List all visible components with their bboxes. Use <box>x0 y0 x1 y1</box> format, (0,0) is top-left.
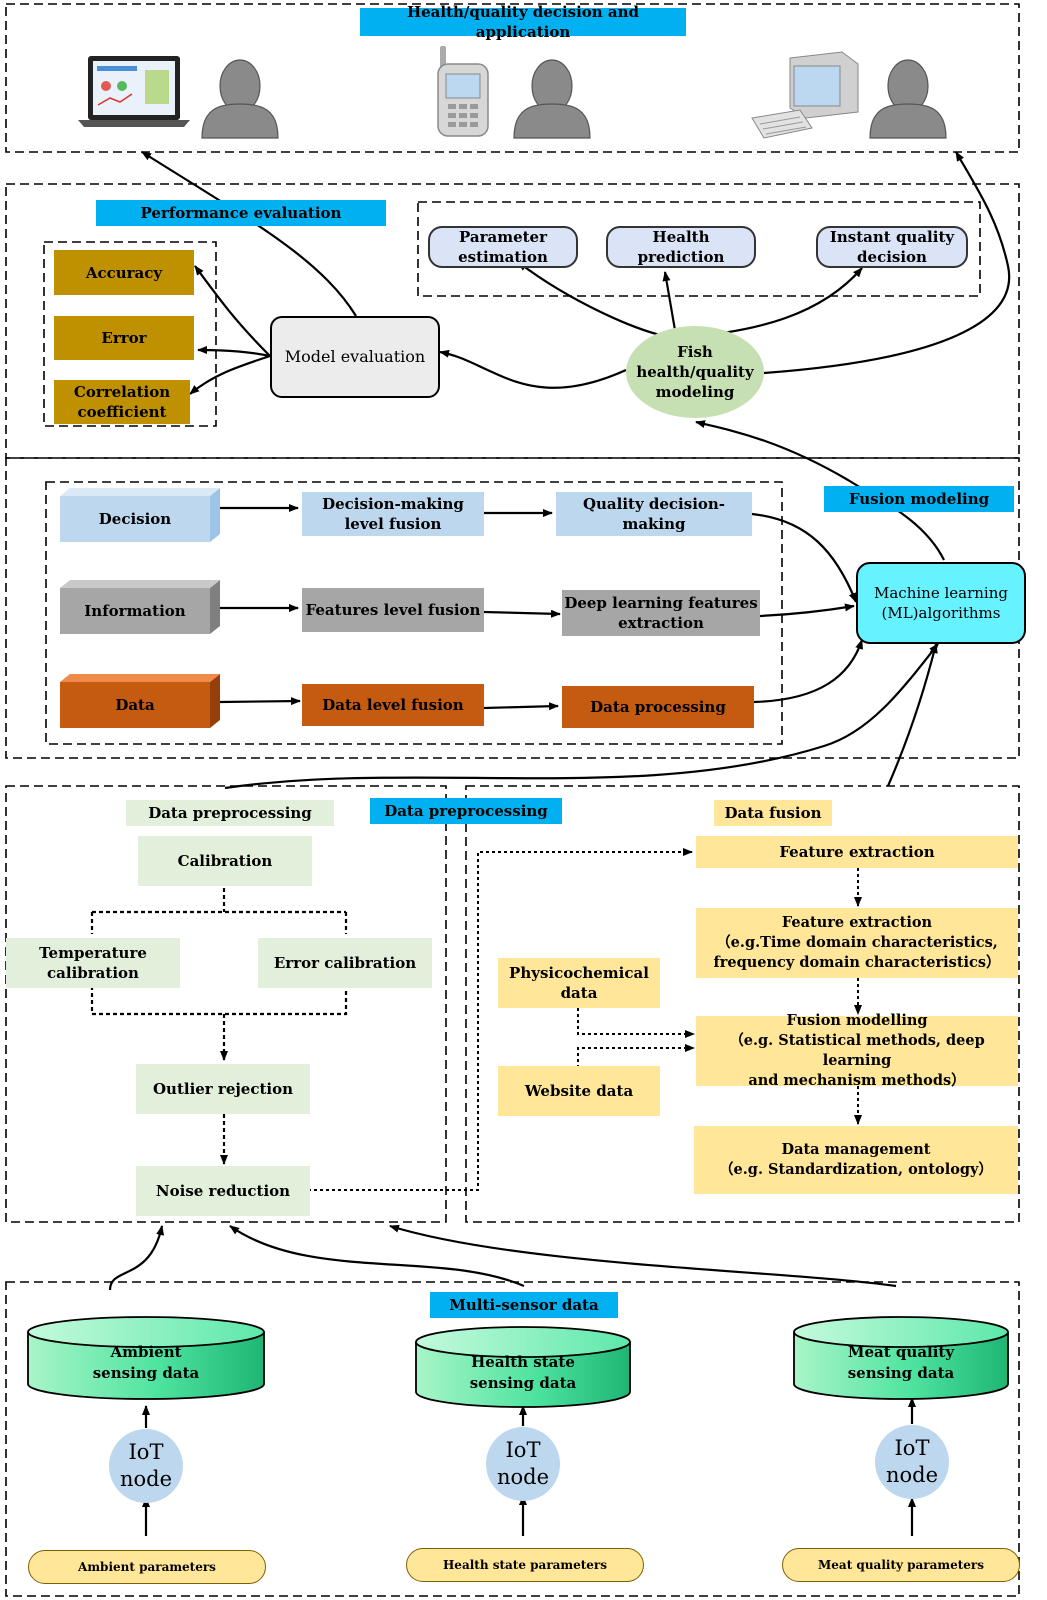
noise-reduction-box: Noise reduction <box>136 1166 310 1216</box>
application-title: Health/quality decision and application <box>360 3 686 41</box>
user-icons <box>201 59 947 139</box>
feature-extraction-box: Feature extraction <box>696 836 1018 868</box>
levels-group-frame <box>45 481 783 745</box>
data-management-box: Data management （e.g. Standardization, o… <box>694 1126 1018 1194</box>
meat-quality-parameters: Meat quality parameters <box>782 1548 1020 1582</box>
output-parameter-estimation: Parameter estimation <box>428 226 578 268</box>
level-decision-label: Decision <box>98 510 172 528</box>
metric-error: Error <box>54 316 194 360</box>
output-instant-quality-decision: Instant quality decision <box>816 226 968 268</box>
cylinder-health <box>415 1326 631 1408</box>
fusion-modeling-title: Fusion modeling <box>824 486 1014 512</box>
deep-learning-features-extraction: Deep learning features extraction <box>562 590 760 636</box>
metrics-group-frame <box>43 241 217 427</box>
model-evaluation-box: Model evaluation <box>270 316 440 398</box>
level-information-label: Information <box>84 602 186 620</box>
application-frame <box>5 3 1020 153</box>
level-block-information <box>60 580 220 634</box>
multi-sensor-data-title: Multi-sensor data <box>430 1292 618 1318</box>
level-block-decision <box>60 488 220 542</box>
outlier-rejection-box: Outlier rejection <box>136 1064 310 1114</box>
health-state-sensing-data: Health state sensing data <box>469 1353 577 1392</box>
calibration-box: Calibration <box>138 836 312 886</box>
data-fusion-subtitle: Data fusion <box>714 800 832 826</box>
desktop-computer-icon <box>751 51 859 139</box>
ambient-parameters: Ambient parameters <box>28 1550 266 1584</box>
user-icon <box>869 59 947 139</box>
machine-learning-algorithms: Machine learning (ML)algorithms <box>856 562 1026 644</box>
health-state-parameters: Health state parameters <box>406 1548 644 1582</box>
flow-connectors <box>108 151 1011 1536</box>
meat-quality-sensing-data: Meat quality sensing data <box>847 1343 955 1382</box>
preprocessing-right-frame <box>465 785 1020 1223</box>
ambient-sensing-data: Ambient sensing data <box>92 1343 200 1382</box>
decision-level-fusion: Decision-making level fusion <box>302 492 484 536</box>
data-preprocessing-subtitle: Data preprocessing <box>126 800 334 826</box>
iot-node-health: IoT node <box>486 1427 560 1501</box>
error-calibration-box: Error calibration <box>258 938 432 988</box>
output-health-prediction: Health prediction <box>606 226 756 268</box>
data-processing: Data processing <box>562 686 754 728</box>
website-data-box: Website data <box>498 1066 660 1116</box>
metric-accuracy: Accuracy <box>54 250 194 295</box>
user-icon <box>201 59 279 139</box>
section-frames <box>5 3 1020 1597</box>
performance-evaluation-title: Performance evaluation <box>96 200 386 226</box>
mobile-phone-icon <box>437 46 489 137</box>
level-block-data <box>60 674 220 728</box>
data-preprocessing-title: Data preprocessing <box>370 798 562 824</box>
cylinder-ambient <box>27 1316 265 1400</box>
data-level-fusion: Data level fusion <box>302 684 484 726</box>
fusion-modelling-box: Fusion modelling （e.g. Statistical metho… <box>696 1012 1018 1089</box>
quality-decision-making: Quality decision-making <box>556 492 752 536</box>
preprocessing-left-frame <box>5 785 447 1223</box>
fish-health-quality-modeling: Fish health/quality modeling <box>626 326 764 418</box>
laptop-icon <box>78 56 190 127</box>
iot-node-ambient: IoT node <box>109 1429 183 1503</box>
calibration-connector <box>90 888 348 1165</box>
metric-correlation-coefficient: Correlation coefficient <box>54 380 190 424</box>
level-data-label: Data <box>115 696 155 714</box>
outputs-group-frame <box>417 201 981 297</box>
physicochemical-data-box: Physicochemical data <box>498 958 660 1008</box>
feature-extraction-detail-box: Feature extraction （e.g.Time domain char… <box>696 908 1018 978</box>
user-icon <box>513 59 591 139</box>
temperature-calibration-box: Temperature calibration <box>6 938 180 988</box>
features-level-fusion: Features level fusion <box>302 588 484 632</box>
iot-node-meat: IoT node <box>875 1425 949 1499</box>
cylinder-meat <box>793 1316 1009 1400</box>
